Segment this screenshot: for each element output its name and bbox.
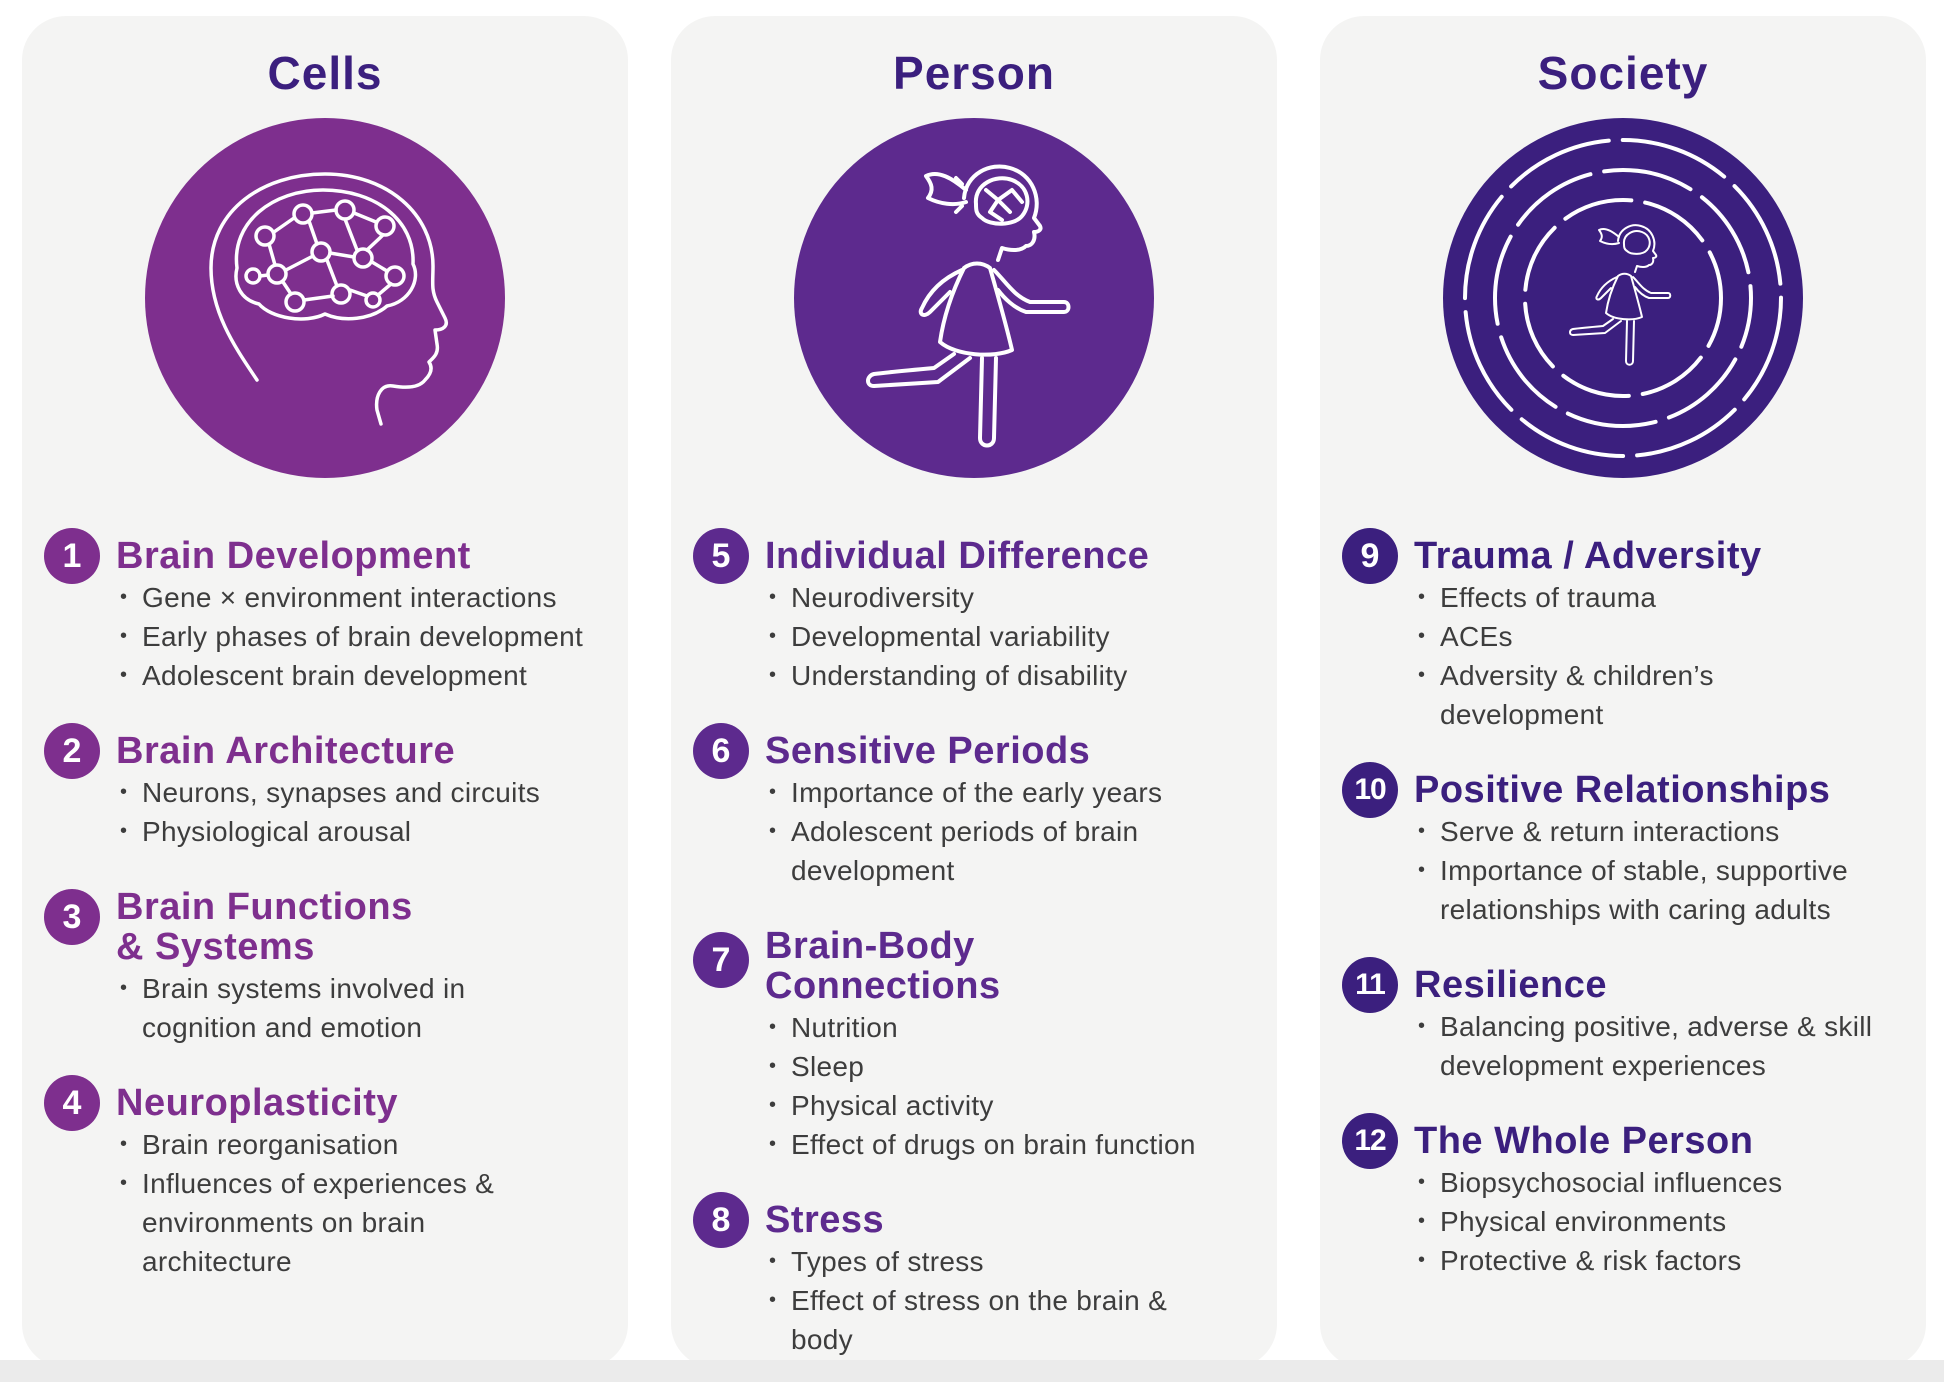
bullet-item: Brain reorganisation: [120, 1125, 618, 1164]
column-title-society: Society: [1537, 47, 1709, 99]
bullet-item: Physical activity: [769, 1086, 1267, 1125]
topic-title: Neuroplasticity: [116, 1082, 399, 1124]
topic-list-person: 5 Individual Difference Neurodiversity D…: [693, 528, 1267, 1387]
topic-title: Brain Development: [116, 535, 471, 577]
column-title-cells: Cells: [267, 47, 383, 99]
topic-title: Brain-Body Connections: [765, 925, 1001, 1007]
topic-bullets: Effects of trauma ACEs Adversity & child…: [1414, 578, 1916, 734]
topic-number-badge: 1: [44, 528, 100, 584]
bullet-item: Adolescent periods of brain development: [769, 812, 1211, 890]
bullet-item: Balancing positive, adverse & skill deve…: [1418, 1007, 1900, 1085]
bullet-item: Effect of stress on the brain & body: [769, 1281, 1211, 1359]
bullet-item: Types of stress: [769, 1242, 1267, 1281]
topic-list-cells: 1 Brain Development Gene × environment i…: [44, 528, 618, 1309]
bullet-item: Importance of stable, supportive relatio…: [1418, 851, 1916, 929]
topic-number-badge: 7: [693, 932, 749, 988]
column-society: Society 9 Trauma / Adversity: [1320, 16, 1926, 1368]
topic-bullets: Serve & return interactions Importance o…: [1414, 812, 1916, 929]
bullet-item: Adolescent brain development: [120, 656, 618, 695]
topic-number-badge: 11: [1342, 957, 1398, 1013]
column-title-person: Person: [893, 47, 1055, 99]
topic-trauma-adversity: 9 Trauma / Adversity Effects of trauma A…: [1342, 528, 1916, 734]
topic-brain-functions-systems: 3 Brain Functions & Systems Brain system…: [44, 879, 618, 1047]
bullet-item: Influences of experiences & environments…: [120, 1164, 522, 1281]
topic-title: Brain Functions & Systems: [116, 886, 413, 968]
topic-number-badge: 6: [693, 723, 749, 779]
topic-whole-person: 12 The Whole Person Biopsychosocial infl…: [1342, 1113, 1916, 1280]
topic-number-badge: 12: [1342, 1113, 1398, 1169]
topic-list-society: 9 Trauma / Adversity Effects of trauma A…: [1342, 528, 1916, 1308]
running-child-icon: [794, 118, 1154, 478]
topic-stress: 8 Stress Types of stress Effect of stres…: [693, 1192, 1267, 1359]
bullet-item: Nutrition: [769, 1008, 1267, 1047]
topic-bullets: Balancing positive, adverse & skill deve…: [1414, 1007, 1916, 1085]
topic-title: The Whole Person: [1414, 1120, 1754, 1162]
topic-title: Stress: [765, 1199, 885, 1241]
topic-bullets: Gene × environment interactions Early ph…: [116, 578, 618, 695]
topic-positive-relationships: 10 Positive Relationships Serve & return…: [1342, 762, 1916, 929]
bullet-item: Importance of the early years: [769, 773, 1267, 812]
topic-number-badge: 4: [44, 1075, 100, 1131]
bullet-item: Physiological arousal: [120, 812, 618, 851]
child-in-circles-icon: [1443, 118, 1803, 478]
topic-bullets: Neurodiversity Developmental variability…: [765, 578, 1267, 695]
bullet-item: Developmental variability: [769, 617, 1267, 656]
bullet-item: Adversity & children’s development: [1418, 656, 1780, 734]
bullet-item: Serve & return interactions: [1418, 812, 1916, 851]
topic-number-badge: 10: [1342, 762, 1398, 818]
topic-bullets: Neurons, synapses and circuits Physiolog…: [116, 773, 618, 851]
topic-sensitive-periods: 6 Sensitive Periods Importance of the ea…: [693, 723, 1267, 890]
bullet-item: Brain systems involved in cognition and …: [120, 969, 522, 1047]
bullet-item: Neurons, synapses and circuits: [120, 773, 618, 812]
topic-number-badge: 2: [44, 723, 100, 779]
bullet-item: Effects of trauma: [1418, 578, 1916, 617]
column-person: Person 5 Individual Difference: [671, 16, 1277, 1368]
topic-title: Sensitive Periods: [765, 730, 1091, 772]
bullet-item: Understanding of disability: [769, 656, 1267, 695]
bullet-item: Biopsychosocial influences: [1418, 1163, 1916, 1202]
topic-title: Brain Architecture: [116, 730, 456, 772]
bullet-item: Effect of drugs on brain function: [769, 1125, 1267, 1164]
topic-number-badge: 3: [44, 889, 100, 945]
topic-neuroplasticity: 4 Neuroplasticity Brain reorganisation I…: [44, 1075, 618, 1281]
topic-bullets: Brain systems involved in cognition and …: [116, 969, 618, 1047]
topic-bullets: Types of stress Effect of stress on the …: [765, 1242, 1267, 1359]
topic-bullets: Biopsychosocial influences Physical envi…: [1414, 1163, 1916, 1280]
bullet-item: Physical environments: [1418, 1202, 1916, 1241]
topic-bullets: Nutrition Sleep Physical activity Effect…: [765, 1008, 1267, 1164]
bullet-item: Neurodiversity: [769, 578, 1267, 617]
topic-individual-difference: 5 Individual Difference Neurodiversity D…: [693, 528, 1267, 695]
bottom-band: [0, 1360, 1944, 1382]
bullet-item: Early phases of brain development: [120, 617, 618, 656]
topic-title: Trauma / Adversity: [1414, 535, 1762, 577]
topic-brain-development: 1 Brain Development Gene × environment i…: [44, 528, 618, 695]
topic-resilience: 11 Resilience Balancing positive, advers…: [1342, 957, 1916, 1085]
bullet-item: Protective & risk factors: [1418, 1241, 1916, 1280]
topic-number-badge: 9: [1342, 528, 1398, 584]
topic-title: Individual Difference: [765, 535, 1150, 577]
bullet-item: Gene × environment interactions: [120, 578, 618, 617]
topic-bullets: Importance of the early years Adolescent…: [765, 773, 1267, 890]
topic-title: Positive Relationships: [1414, 769, 1831, 811]
topic-brain-body-connections: 7 Brain-Body Connections Nutrition Sleep…: [693, 918, 1267, 1164]
topic-number-badge: 8: [693, 1192, 749, 1248]
bullet-item: Sleep: [769, 1047, 1267, 1086]
topic-bullets: Brain reorganisation Influences of exper…: [116, 1125, 618, 1281]
column-cells: Cells 1 Brain Development Gene × environ…: [22, 16, 628, 1368]
brain-network-head-icon: [145, 118, 505, 478]
bullet-item: ACEs: [1418, 617, 1916, 656]
topic-number-badge: 5: [693, 528, 749, 584]
topic-brain-architecture: 2 Brain Architecture Neurons, synapses a…: [44, 723, 618, 851]
topic-title: Resilience: [1414, 964, 1607, 1006]
